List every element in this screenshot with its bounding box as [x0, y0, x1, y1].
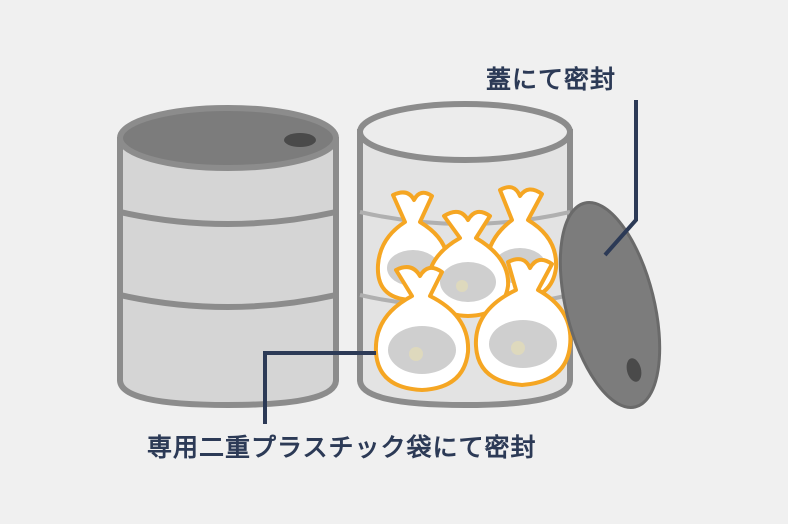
waste-bag	[473, 257, 573, 387]
lid-seal-label: 蓋にて密封	[486, 65, 617, 94]
lid-leader-line	[603, 100, 638, 257]
bag-seal-label: 専用二重プラスチック袋にて密封	[147, 433, 537, 462]
drum-lid	[558, 201, 662, 409]
waste-bag	[373, 265, 471, 392]
sealed-drum	[117, 105, 339, 409]
open-drum-rim	[357, 101, 573, 163]
lid-bung	[626, 358, 642, 382]
waste-bags	[373, 185, 573, 392]
drum-bung	[284, 133, 316, 147]
bag-leader-line	[263, 351, 376, 424]
